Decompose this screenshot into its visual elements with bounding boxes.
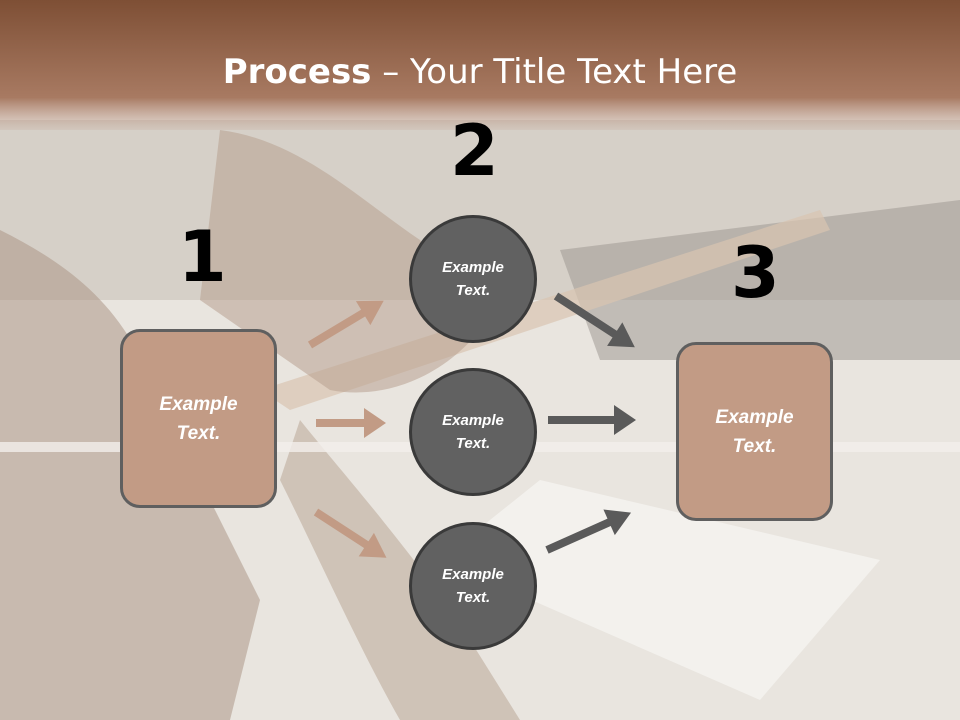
step-1-box-line-2: Text. (176, 422, 221, 444)
arrow-1-up (307, 300, 384, 349)
circle-top-line-1: Example (442, 259, 504, 276)
circle-top-line-2: Text. (455, 282, 491, 299)
step-3-box-line-1: Example (715, 406, 794, 428)
circle-middle-line-1: Example (442, 412, 504, 429)
arrow-2-mid (548, 405, 636, 435)
title-bold: Process (222, 52, 372, 92)
circle-bottom-line-1: Example (442, 566, 504, 583)
slide-title: Process – Your Title Text Here (0, 52, 960, 92)
step-3-box-line-2: Text. (732, 435, 777, 457)
arrow-1-mid (316, 408, 386, 438)
step-3-number: 3 (731, 232, 780, 314)
circle-middle-line-2: Text. (455, 435, 491, 452)
arrow-1-down (313, 508, 387, 558)
step-1-box-line-1: Example (159, 393, 238, 415)
step-1-number: 1 (178, 216, 227, 298)
circle-bottom-line-2: Text. (455, 589, 491, 606)
title-rest: – Your Title Text Here (371, 52, 738, 92)
arrow-2-down (553, 292, 635, 348)
arrow-2-up (545, 509, 632, 554)
step-2-number: 2 (450, 110, 499, 192)
